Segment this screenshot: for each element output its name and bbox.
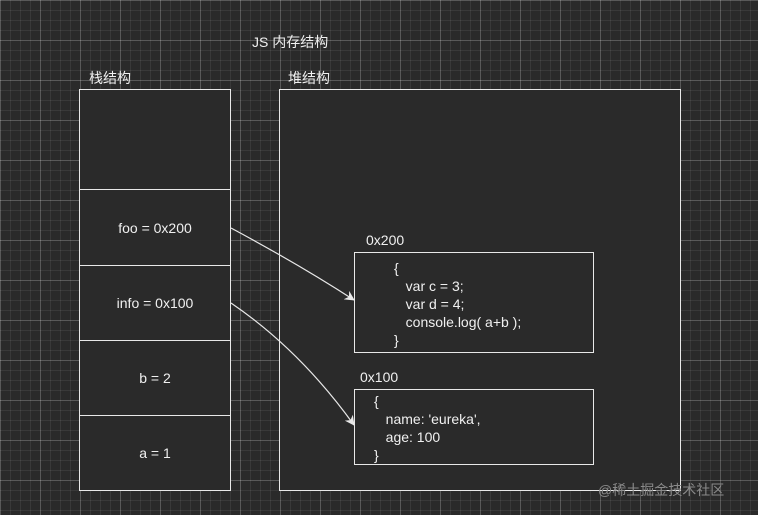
code-line: console.log( a+b ); xyxy=(394,314,522,330)
code-line: age: 100 xyxy=(374,429,441,445)
code-line: } xyxy=(374,447,379,463)
code-line: { xyxy=(394,260,399,276)
diagram-title: JS 内存结构 xyxy=(252,34,329,50)
stack-cell-a: a = 1 xyxy=(80,415,230,489)
stack-cell-empty xyxy=(80,90,230,190)
stack-box: foo = 0x200 info = 0x100 b = 2 a = 1 xyxy=(79,89,231,491)
heap-address-0x200: 0x200 xyxy=(366,232,405,248)
heap-address-0x100: 0x100 xyxy=(360,369,399,385)
stack-label: 栈结构 xyxy=(89,70,131,86)
code-line: } xyxy=(394,332,399,348)
stack-cell-foo: foo = 0x200 xyxy=(80,189,230,265)
code-line: var d = 4; xyxy=(394,296,465,312)
code-line: name: 'eureka', xyxy=(374,411,481,427)
watermark: @稀土掘金技术社区 xyxy=(598,482,725,498)
heap-object-0x200: { var c = 3; var d = 4; console.log( a+b… xyxy=(354,252,594,353)
stack-cell-b: b = 2 xyxy=(80,340,230,415)
stack-cell-info: info = 0x100 xyxy=(80,265,230,340)
heap-object-0x100: { name: 'eureka', age: 100 } xyxy=(354,389,594,465)
heap-label: 堆结构 xyxy=(288,70,330,86)
code-line: var c = 3; xyxy=(394,278,464,294)
code-line: { xyxy=(374,393,379,409)
